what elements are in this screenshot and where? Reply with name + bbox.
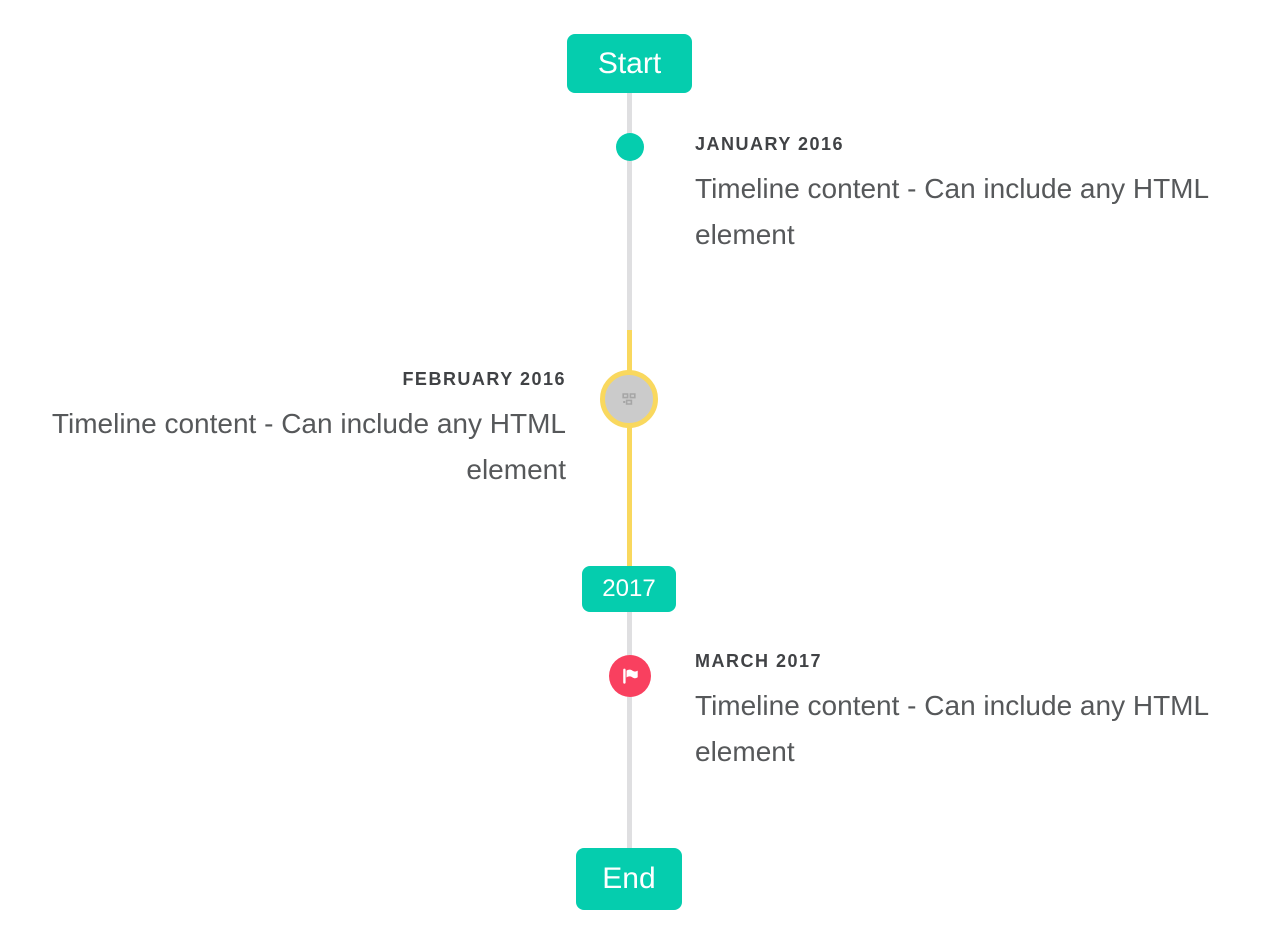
timeline-line-highlight-segment bbox=[627, 330, 632, 566]
item-content-february: Timeline content - Can include any HTML … bbox=[51, 408, 566, 485]
start-badge[interactable]: Start bbox=[567, 34, 692, 93]
item-content-january: Timeline content - Can include any HTML … bbox=[695, 173, 1209, 250]
january-dot-marker bbox=[616, 133, 644, 161]
item-title-march: MARCH 2017 bbox=[695, 651, 823, 671]
end-badge[interactable]: End bbox=[576, 848, 682, 910]
timeline-item-january: JANUARY 2016 Timeline content - Can incl… bbox=[695, 134, 1220, 258]
broken-image-icon bbox=[622, 393, 636, 405]
february-image-marker bbox=[600, 370, 658, 428]
year-2017-badge[interactable]: 2017 bbox=[582, 566, 676, 612]
flag-icon bbox=[623, 668, 638, 684]
timeline-item-february: FEBRUARY 2016 Timeline content - Can inc… bbox=[41, 369, 566, 493]
item-title-january: JANUARY 2016 bbox=[695, 134, 845, 154]
march-flag-marker bbox=[609, 655, 651, 697]
item-title-february: FEBRUARY 2016 bbox=[402, 369, 566, 389]
item-content-march: Timeline content - Can include any HTML … bbox=[695, 690, 1209, 767]
timeline-item-march: MARCH 2017 Timeline content - Can includ… bbox=[695, 651, 1220, 775]
